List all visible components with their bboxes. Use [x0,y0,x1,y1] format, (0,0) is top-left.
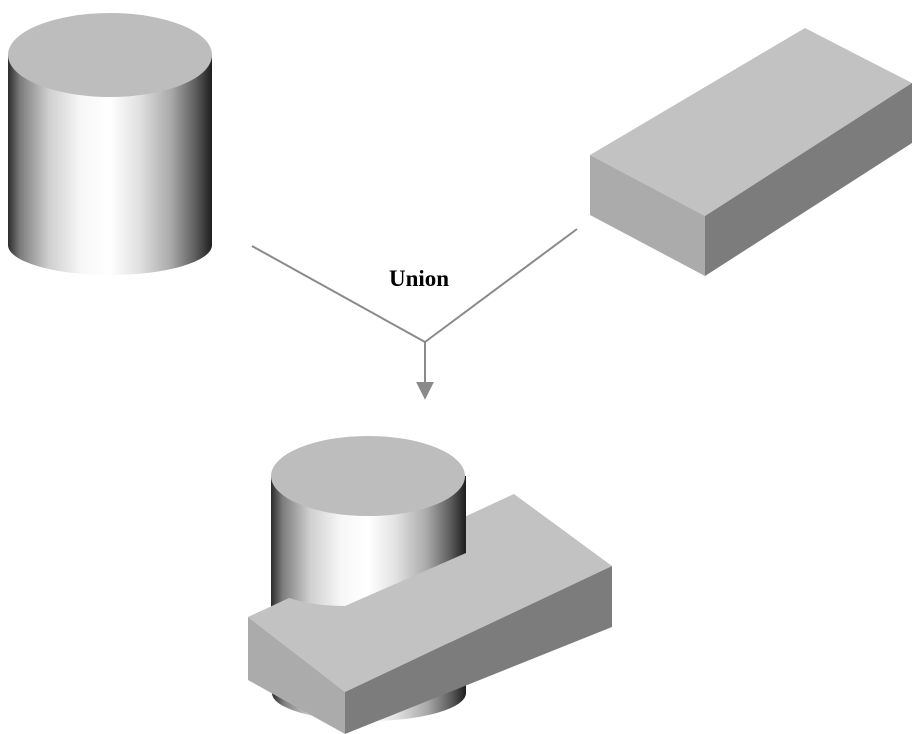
result-box-top-face [248,494,612,692]
cylinder-top-cap [8,13,212,97]
union-connector [251,228,578,400]
box-top-face [590,28,912,216]
result-box-front-face [248,617,345,734]
box-side-face [705,83,912,276]
union-label: Union [389,266,449,291]
connector-right-line [424,228,578,343]
cylinder-shape [8,13,212,275]
result-box-side-face [345,566,612,734]
box-shape [590,28,912,276]
result-cylinder-top-cap [271,436,465,516]
union-result-shape [248,436,612,734]
box-front-face [590,155,705,276]
cylinder-body [8,55,212,275]
connector-left-line [251,245,426,343]
